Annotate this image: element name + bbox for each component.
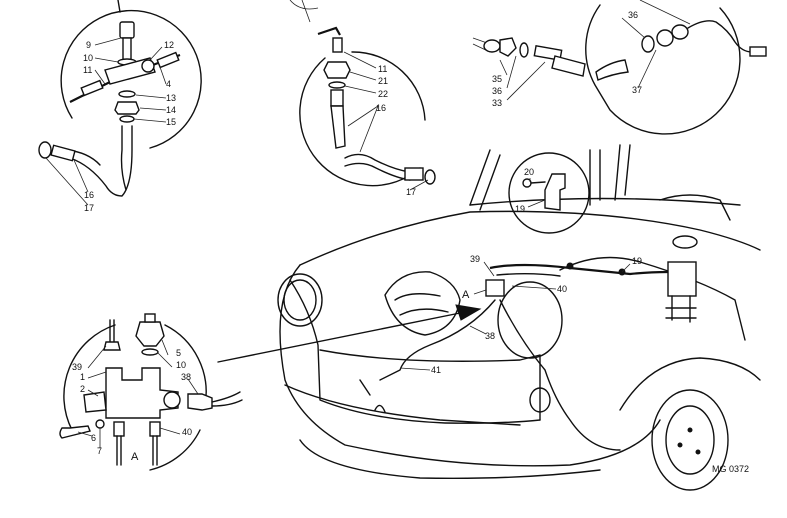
detail-top-right: 35 36 33 36 37 bbox=[472, 0, 767, 135]
label-13: 13 bbox=[166, 93, 176, 103]
label-A: A bbox=[462, 289, 470, 301]
valve-body bbox=[105, 367, 179, 419]
label-1: 1 bbox=[80, 372, 85, 382]
label-2: 2 bbox=[80, 384, 85, 394]
screw bbox=[59, 425, 91, 439]
label-40: 40 bbox=[182, 427, 192, 437]
label-38: 38 bbox=[485, 331, 495, 341]
detail-bracket: 20 19 bbox=[508, 152, 590, 234]
label-A: A bbox=[131, 451, 139, 463]
label-11: 11 bbox=[83, 65, 92, 75]
label-35: 35 bbox=[492, 74, 502, 84]
label-16: 16 bbox=[376, 103, 386, 113]
banjo-bolt-head bbox=[119, 21, 135, 39]
label-19: 19 bbox=[515, 204, 525, 214]
figure-reference: MG 0372 bbox=[712, 464, 749, 474]
label-20: 20 bbox=[524, 167, 534, 177]
label-33: 33 bbox=[492, 98, 502, 108]
label-21: 21 bbox=[378, 76, 388, 86]
label-15: 15 bbox=[166, 117, 176, 127]
label-5: 5 bbox=[176, 348, 181, 358]
label-14: 14 bbox=[166, 105, 176, 115]
washer bbox=[38, 141, 52, 159]
label-17: 17 bbox=[84, 203, 94, 213]
label-41: 41 bbox=[431, 365, 441, 375]
label-6: 6 bbox=[91, 433, 96, 443]
label-12: 12 bbox=[164, 40, 174, 50]
label-19: 19 bbox=[632, 256, 642, 266]
label-40: 40 bbox=[557, 284, 567, 294]
pointer-arrow bbox=[217, 304, 482, 363]
label-38: 38 bbox=[181, 372, 191, 382]
label-36: 36 bbox=[492, 86, 502, 96]
pressure-valve bbox=[485, 279, 505, 297]
headlamp-right bbox=[497, 281, 563, 359]
union-nut bbox=[323, 61, 351, 79]
headlamp-left bbox=[277, 273, 323, 327]
detail-top-center: 11 21 22 16 17 bbox=[289, 0, 436, 197]
label-11: 11 bbox=[378, 64, 387, 74]
label-10: 10 bbox=[83, 53, 93, 63]
detail-top-left: 9 10 11 12 4 13 14 15 16 17 bbox=[38, 0, 202, 213]
label-16: 16 bbox=[84, 190, 94, 200]
label-39: 39 bbox=[72, 362, 82, 372]
switch bbox=[135, 321, 165, 347]
label-37: 37 bbox=[632, 85, 642, 95]
label-39: 39 bbox=[470, 254, 480, 264]
master-cylinder bbox=[667, 261, 697, 297]
label-36b: 36 bbox=[628, 10, 638, 20]
label-4: 4 bbox=[166, 79, 171, 89]
vehicle-outline: 39 A 40 19 38 41 MG 0372 bbox=[277, 144, 761, 491]
label-9: 9 bbox=[86, 40, 91, 50]
wheel bbox=[651, 389, 729, 491]
detail-valve: 39 1 2 5 10 38 6 7 40 A bbox=[59, 313, 243, 471]
label-7: 7 bbox=[97, 446, 102, 456]
label-22: 22 bbox=[378, 89, 388, 99]
label-10: 10 bbox=[176, 360, 186, 370]
label-17: 17 bbox=[406, 187, 416, 197]
